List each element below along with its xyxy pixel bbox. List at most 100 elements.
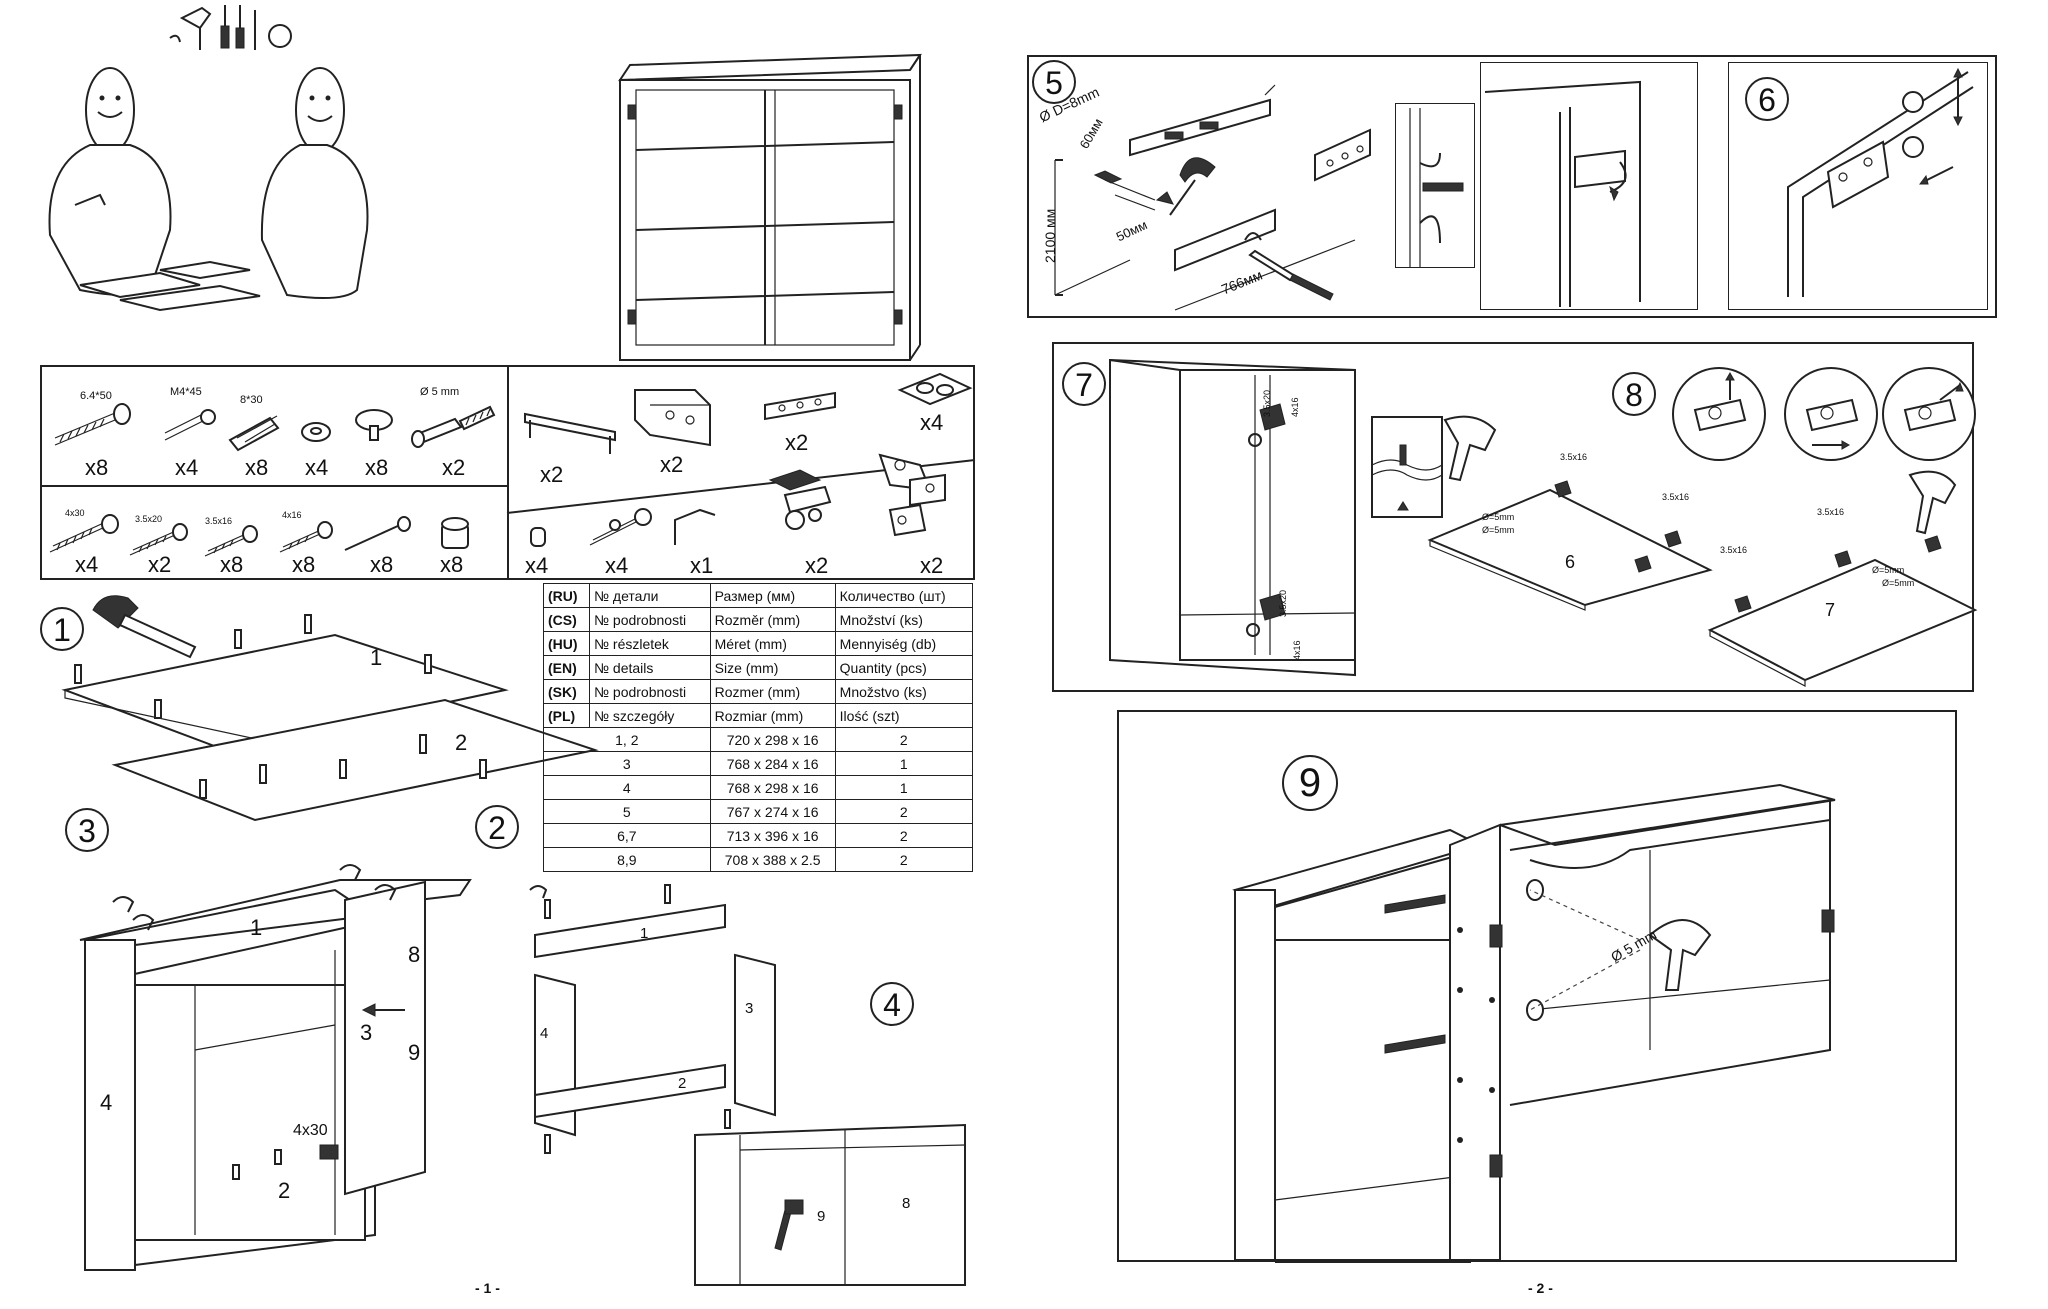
corner-bracket-icon xyxy=(634,389,711,447)
hinge-mounting-plate-icon xyxy=(878,453,946,537)
step-8-door-7-label: 7 xyxy=(1825,600,1836,620)
parts-table-qty-cell: 2 xyxy=(834,847,974,872)
step-8-dia-3: Ø=5mm xyxy=(1872,565,1905,575)
part-qty-r7: x1 xyxy=(690,553,714,578)
step-7-side-hinge-diagram xyxy=(1109,358,1356,677)
hanging-rail-icon xyxy=(764,391,836,421)
screw-4x30-icon xyxy=(49,514,119,553)
hex-key-icon xyxy=(674,508,716,545)
parts-table-size-cell: 768 x 284 x 16 xyxy=(709,751,836,776)
parts-table-size-cell: 713 x 396 x 16 xyxy=(709,823,836,848)
part-qty-9: x8 xyxy=(220,552,244,577)
step-4-label-8: 8 xyxy=(902,1195,911,1212)
part-label-1: 6.4*50 xyxy=(80,390,112,402)
washer-icon xyxy=(301,422,331,442)
screw-4x16-icon xyxy=(279,521,333,553)
step-2-label-2: 2 xyxy=(678,1075,687,1092)
part-qty-r3: x2 xyxy=(785,430,809,455)
step-5-hook-detail xyxy=(1484,80,1641,307)
parts-table-size-cell: 768 x 298 x 16 xyxy=(709,775,836,800)
step-2-number: 2 xyxy=(475,805,519,849)
connector-bolt-icon xyxy=(411,405,496,448)
part-qty-5: x8 xyxy=(365,455,389,480)
part-label-2: M4*45 xyxy=(170,386,202,398)
shelf-support-peg-icon xyxy=(355,409,393,441)
page-number-right: - 2 - xyxy=(1528,1280,1553,1296)
page-number-left: - 1 - xyxy=(475,1280,500,1296)
parts-table-part-cell: 1, 2 xyxy=(543,727,711,752)
step-3-label-1: 1 xyxy=(250,915,263,940)
parts-table-cell: Množstvo (ks) xyxy=(834,679,974,704)
parts-table-cell: № részletek xyxy=(589,631,711,656)
parts-table-cell: Rozmiar (mm) xyxy=(709,703,836,728)
parts-table-cell: (HU) xyxy=(543,631,590,656)
step-1-panel-a-label: 1 xyxy=(370,645,383,670)
step-5-2100mm-label: 2100 мм xyxy=(1042,208,1058,263)
part-qty-12: x8 xyxy=(440,552,464,577)
parts-table-cell: № szczegóły xyxy=(589,703,711,728)
step-3-label-2: 2 xyxy=(278,1178,291,1203)
step-6-number: 6 xyxy=(1745,77,1789,121)
step-8-hinge-detail-1 xyxy=(1672,367,1766,461)
part-qty-8: x2 xyxy=(148,552,172,577)
parts-divider-horizontal-left xyxy=(40,485,508,487)
step-1-number: 1 xyxy=(40,607,84,651)
step-2-label-3: 3 xyxy=(745,1000,754,1017)
step-5-rail-detail xyxy=(1314,128,1371,182)
parts-table-qty-cell: 2 xyxy=(834,799,974,824)
parts-table-qty-cell: 1 xyxy=(834,775,974,800)
parts-table-cell: (PL) xyxy=(543,703,590,728)
part-qty-2: x4 xyxy=(175,455,199,480)
step-8-door-6-diagram xyxy=(1427,480,1713,611)
part-qty-10: x8 xyxy=(292,552,316,577)
parts-table-cell: № детали xyxy=(589,583,711,608)
part-label-8: 3.5x20 xyxy=(135,514,163,524)
part-qty-11: x8 xyxy=(370,552,394,577)
step-3-number: 3 xyxy=(65,808,109,852)
parts-table-cell: Méret (mm) xyxy=(709,631,836,656)
parts-table-cell: (SK) xyxy=(543,679,590,704)
parts-table-part-cell: 4 xyxy=(543,775,711,800)
assembled-cabinet-illustration xyxy=(618,53,922,361)
parts-table-cell: Rozmer (mm) xyxy=(709,679,836,704)
adhesive-pads-icon xyxy=(897,372,973,406)
step-8-dia-1: Ø=5mm xyxy=(1482,512,1515,522)
parts-table-part-cell: 3 xyxy=(543,751,711,776)
parts-table-cell: (EN) xyxy=(543,655,590,680)
parts-table-cell: Mennyiség (db) xyxy=(834,631,974,656)
parts-table-qty-cell: 2 xyxy=(834,727,974,752)
step-5-number: 5 xyxy=(1032,60,1076,104)
step-1-panels-diagram xyxy=(61,614,599,822)
hanging-bolt-icon xyxy=(589,508,652,546)
parts-divider-vertical xyxy=(507,365,509,580)
part-qty-r9: x2 xyxy=(920,553,944,578)
part-qty-r6: x4 xyxy=(605,553,629,578)
part-qty-1: x8 xyxy=(85,455,109,480)
two-people-illustration xyxy=(48,5,369,312)
door-hinge-icon xyxy=(768,469,832,530)
parts-table-size-cell: 708 x 388 x 2.5 xyxy=(709,847,836,872)
part-qty-4: x4 xyxy=(305,455,329,480)
step-9-number: 9 xyxy=(1282,755,1338,811)
parts-table-cell: Количество (шт) xyxy=(834,583,974,608)
parts-table-size-cell: 720 x 298 x 16 xyxy=(709,727,836,752)
part-qty-r1: x2 xyxy=(540,462,564,487)
parts-table-cell: № podrobnosti xyxy=(589,607,711,632)
parts-table-cell: № podrobnosti xyxy=(589,679,711,704)
parts-table-cell: Množství (ks) xyxy=(834,607,974,632)
step-4-label-9: 9 xyxy=(817,1208,826,1225)
step-3-carcass-diagram xyxy=(79,864,472,1271)
part-label-9: 3.5x16 xyxy=(205,516,233,526)
bolt-m4x45-icon xyxy=(164,409,216,441)
step-7-screw-b: 4x16 xyxy=(1290,397,1300,417)
part-label-10: 4x16 xyxy=(282,510,302,520)
